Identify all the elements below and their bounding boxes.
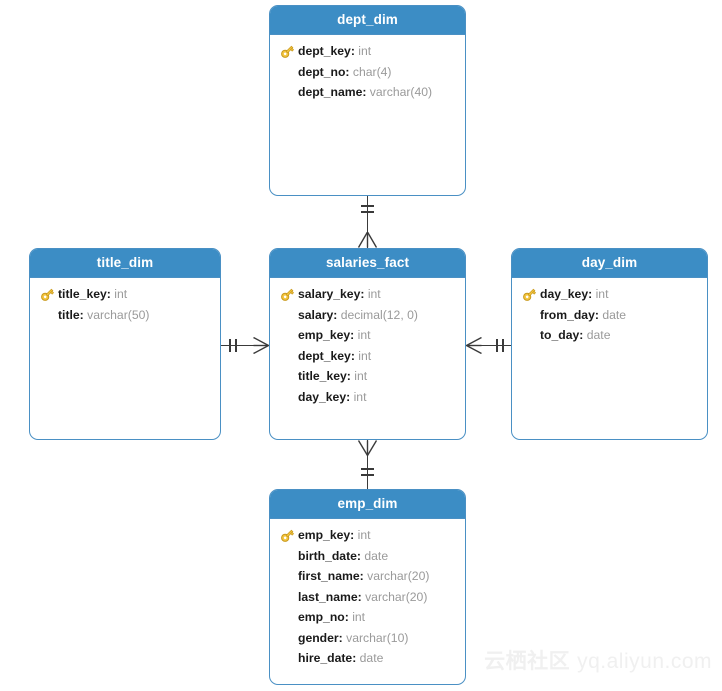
field-name: day_key: [298, 389, 347, 404]
field-type: int: [352, 610, 366, 624]
field-type: varchar(50): [87, 307, 150, 322]
field-type: date: [586, 328, 611, 342]
primary-key-icon: [522, 287, 540, 301]
field-row[interactable]: emp_key: int: [270, 325, 465, 346]
field-row[interactable]: to_day: date: [512, 325, 707, 346]
field-name: dept_key: [298, 348, 351, 363]
field-type: char(4): [352, 64, 392, 79]
field-row[interactable]: from_day: date: [512, 305, 707, 326]
field-type: int: [358, 348, 372, 363]
field-name: from_day: [540, 307, 595, 322]
entity-dept-dim[interactable]: dept_dim dept_key: int: [269, 5, 466, 196]
field-name: dept_name: [298, 85, 363, 99]
field-row[interactable]: dept_name: varchar(40): [270, 82, 465, 103]
field-type: date: [364, 548, 389, 563]
watermark-cn-text: 云栖社区: [484, 650, 571, 673]
watermark: 云栖社区 yq.aliyun.com: [484, 645, 712, 675]
field-type: varchar(10): [346, 630, 409, 645]
field-name: salary: [298, 307, 334, 322]
field-type: date: [602, 307, 627, 322]
field-row[interactable]: day_key: int: [512, 284, 707, 305]
field-name: last_name: [298, 589, 358, 604]
field-row[interactable]: gender: varchar(10): [270, 628, 465, 649]
field-row[interactable]: last_name: varchar(20): [270, 587, 465, 608]
entity-fields-emp-dim: emp_key: int birth_date: date first_name…: [270, 519, 465, 669]
entity-emp-dim[interactable]: emp_dim emp_key: int: [269, 489, 466, 685]
field-row[interactable]: emp_no: int: [270, 607, 465, 628]
field-row[interactable]: first_name: varchar(20): [270, 566, 465, 587]
field-row[interactable]: salary: decimal(12, 0): [270, 305, 465, 326]
field-row[interactable]: dept_no: char(4): [270, 62, 465, 83]
entity-title-salaries-fact: salaries_fact: [270, 249, 465, 278]
crowfoot-dept-salaries: [357, 232, 378, 248]
field-row[interactable]: birth_date: date: [270, 546, 465, 567]
watermark-domain-text: yq.aliyun.com: [577, 650, 712, 673]
field-name: dept_key: [298, 44, 351, 58]
primary-key-icon: [280, 528, 298, 542]
field-row[interactable]: hire_date: date: [270, 648, 465, 669]
field-type: varchar(40): [369, 85, 433, 99]
field-name: emp_no: [298, 610, 345, 624]
field-type: int: [358, 44, 372, 58]
field-name: emp_key: [298, 528, 351, 542]
entity-title-emp-dim: emp_dim: [270, 490, 465, 519]
field-type: int: [595, 287, 609, 301]
crowfoot-day-salaries: [466, 337, 482, 354]
field-name: dept_no: [298, 64, 346, 79]
primary-key-icon: [280, 287, 298, 301]
field-name: to_day: [540, 328, 580, 342]
field-name: day_key: [540, 287, 589, 301]
field-name: title: [58, 307, 80, 322]
entity-salaries-fact[interactable]: salaries_fact salary_key: int: [269, 248, 466, 440]
field-type: int: [357, 328, 371, 342]
field-type: varchar(20): [367, 569, 430, 583]
field-type: decimal(12, 0): [340, 307, 418, 322]
field-row[interactable]: title_key: int: [270, 366, 465, 387]
field-row[interactable]: dept_key: int: [270, 41, 465, 62]
entity-title-day-dim: day_dim: [512, 249, 707, 278]
field-row[interactable]: day_key: int: [270, 387, 465, 408]
field-name: hire_date: [298, 651, 353, 665]
field-row[interactable]: emp_key: int: [270, 525, 465, 546]
field-name: birth_date: [298, 548, 357, 563]
entity-day-dim[interactable]: day_dim day_key: int: [511, 248, 708, 440]
field-name: title_key: [298, 369, 347, 383]
entity-fields-dept-dim: dept_key: int dept_no: char(4) dept_name…: [270, 35, 465, 103]
field-name: first_name: [298, 569, 360, 583]
primary-key-icon: [40, 287, 58, 301]
entity-fields-salaries-fact: salary_key: int salary: decimal(12, 0) e…: [270, 278, 465, 407]
field-type: date: [359, 651, 384, 665]
entity-fields-day-dim: day_key: int from_day: date to_day: date: [512, 278, 707, 346]
field-row[interactable]: title: varchar(50): [30, 305, 220, 326]
field-type: int: [114, 287, 128, 301]
field-row[interactable]: salary_key: int: [270, 284, 465, 305]
field-type: int: [353, 389, 367, 404]
entity-title-title-dim: title_dim: [30, 249, 220, 278]
field-type: int: [354, 369, 368, 383]
field-name: salary_key: [298, 287, 361, 301]
primary-key-icon: [280, 44, 298, 58]
entity-title-dim[interactable]: title_dim title_key: int: [29, 248, 221, 440]
field-type: int: [367, 287, 381, 301]
crowfoot-emp-salaries: [357, 440, 378, 456]
field-name: emp_key: [298, 328, 351, 342]
crowfoot-title-salaries: [253, 337, 269, 354]
field-type: varchar(20): [365, 589, 428, 604]
field-name: title_key: [58, 287, 107, 301]
field-type: int: [357, 528, 371, 542]
entity-fields-title-dim: title_key: int title: varchar(50): [30, 278, 220, 325]
field-row[interactable]: title_key: int: [30, 284, 220, 305]
field-name: gender: [298, 630, 339, 645]
entity-title-dept-dim: dept_dim: [270, 6, 465, 35]
field-row[interactable]: dept_key: int: [270, 346, 465, 367]
